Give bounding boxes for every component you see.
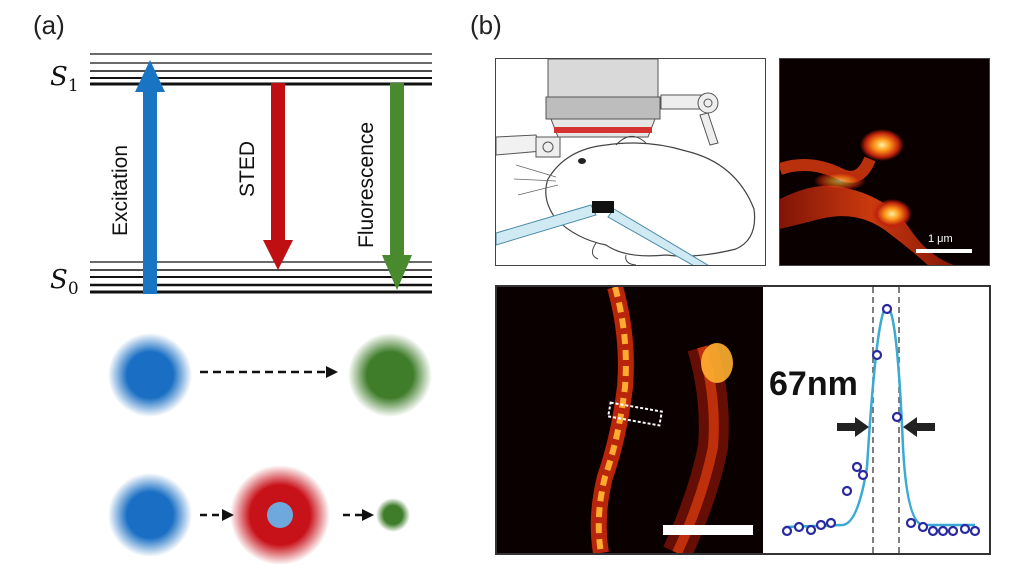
panel-b-label: (b) [470, 10, 502, 40]
dashed-arrow-long [200, 366, 338, 378]
excitation-label: Excitation [109, 144, 132, 236]
s1-label: S1 [50, 62, 79, 96]
scale-bar-bottom [663, 525, 753, 535]
s0-symbol: S [50, 265, 68, 295]
excitation-spot-2 [108, 473, 192, 557]
fluorescence-arrow [382, 83, 412, 290]
panel-a-label: (a) [33, 10, 65, 40]
fwhm-arrow-right [903, 417, 935, 437]
s0-subscript: 0 [67, 279, 79, 300]
excitation-spot [108, 333, 192, 417]
depleted-center-spot [267, 502, 293, 528]
fluorescence-label: Fluorescence [355, 121, 378, 248]
sted-micrograph [497, 287, 763, 553]
jablonski-diagram [90, 53, 432, 565]
sted-image-and-profile: 67nm [495, 285, 991, 555]
fluorescence-spot [348, 333, 432, 417]
sted-micrograph-image [590, 287, 733, 553]
scale-bar-top [916, 249, 972, 253]
dendritic-spine-micrograph: 1 μm [779, 58, 990, 266]
sted-arrow [263, 83, 293, 270]
s0-label: S0 [50, 265, 79, 299]
s1-subscript: 1 [67, 76, 79, 97]
sted-label: STED [236, 140, 259, 197]
s0-levels [90, 261, 432, 294]
scale-bar-top-label: 1 μm [928, 233, 953, 245]
dashed-arrow-short-1 [200, 509, 234, 521]
line-profile-plot [781, 287, 981, 553]
sted-fluorescence-spot [376, 498, 410, 532]
s1-symbol: S [50, 62, 68, 92]
mouse-microscope-drawing [496, 59, 756, 265]
micrograph-image [780, 129, 954, 265]
excitation-arrow [135, 60, 165, 294]
fwhm-arrow-left [837, 417, 869, 437]
dashed-arrow-short-2 [343, 509, 374, 521]
fwhm-label: 67nm [769, 365, 858, 403]
mouse-microscope-illustration [495, 58, 766, 266]
